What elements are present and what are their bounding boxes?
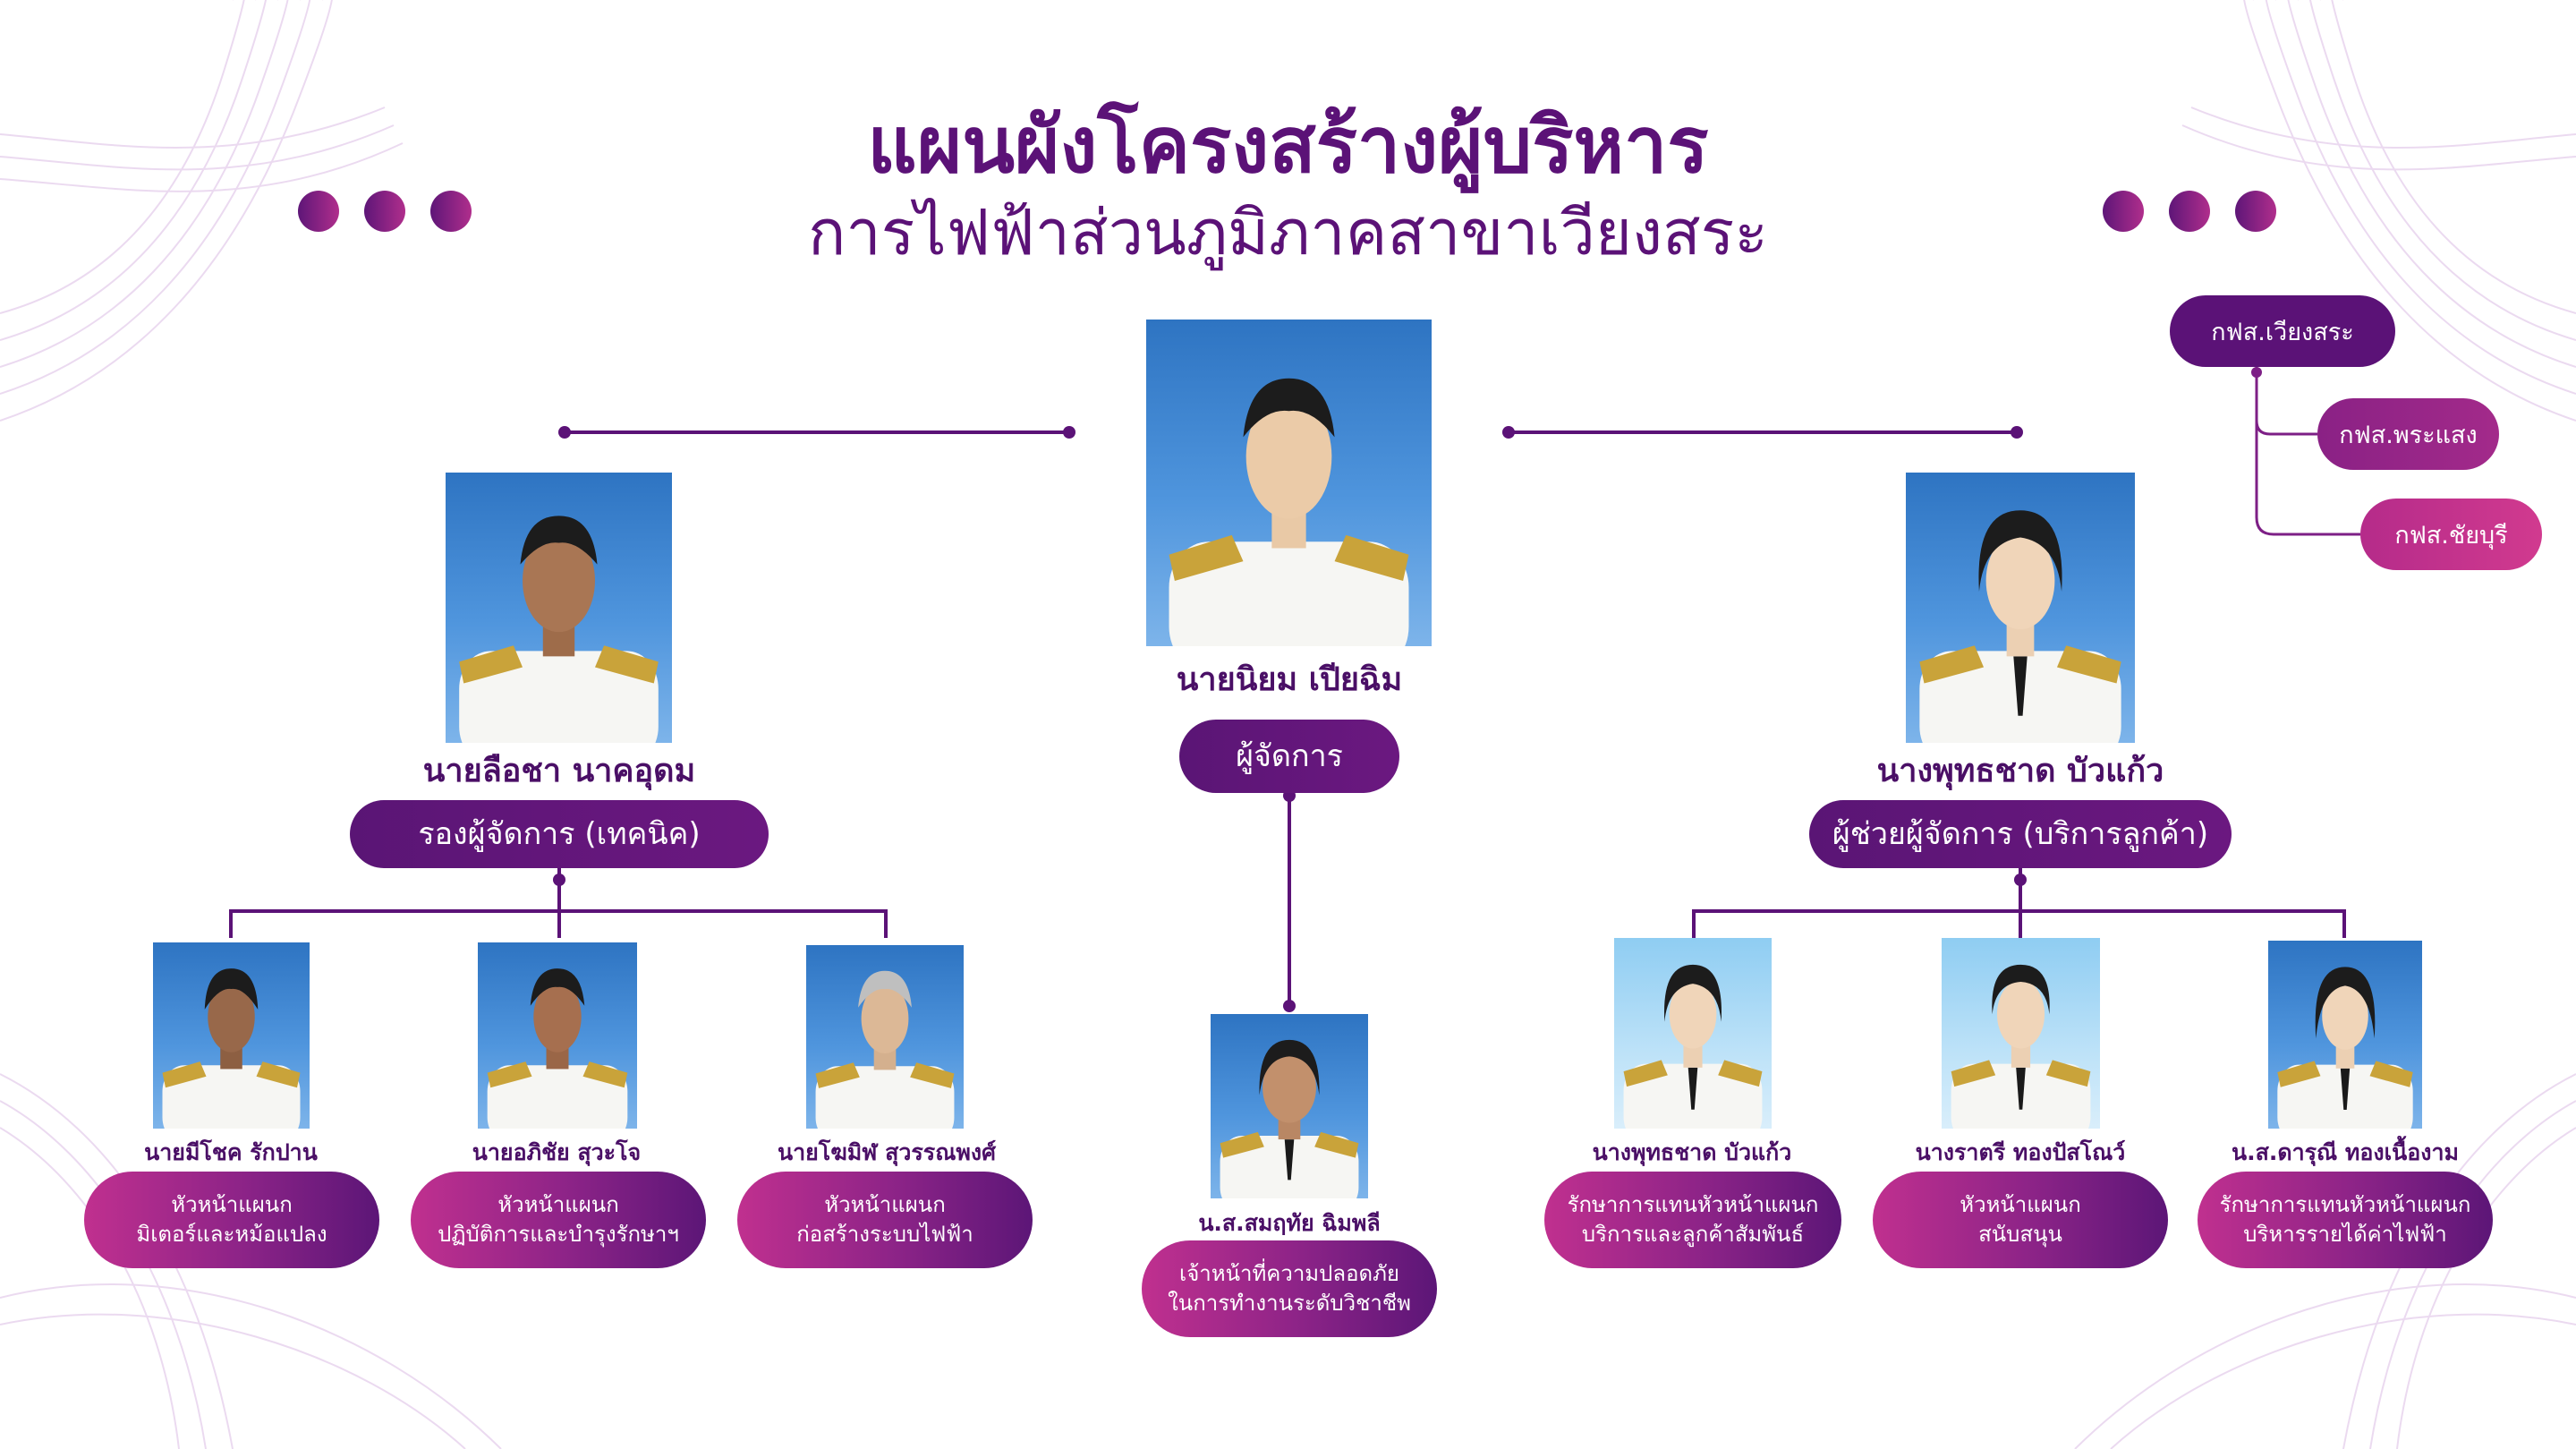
service-head-2-name: นางราตรี ทองปัสโณว์ — [1915, 1139, 2126, 1165]
service-head-3-role-badge: รักษาการแทนหัวหน้าแผนก บริหารรายได้ค่าไฟ… — [2198, 1172, 2493, 1268]
service-head-3-name: น.ส.ดารุณี ทองเนื้องาม — [2231, 1139, 2460, 1165]
branch-main-badge: กฟส.เวียงสระ — [2170, 295, 2395, 367]
safety-officer-photo — [1211, 1014, 1368, 1198]
safety-officer-role-badge: เจ้าหน้าที่ความปลอดภัย ในการทำงานระดับวิ… — [1142, 1240, 1437, 1337]
assistant-service-role-badge: ผู้ช่วยผู้จัดการ (บริการลูกค้า) — [1809, 800, 2232, 868]
tech-head-2-photo — [478, 942, 637, 1129]
deputy-tech-photo — [446, 473, 672, 743]
branch-sub-1-badge: กฟส.พระแสง — [2317, 398, 2499, 470]
safety-officer-name: น.ส.สมฤทัย ฉิมพลี — [1198, 1210, 1381, 1236]
service-head-3-photo — [2268, 941, 2422, 1129]
tech-head-1-name: นายมีโชค รักปาน — [144, 1139, 318, 1165]
chart-subtitle: การไฟฟ้าส่วนภูมิภาคสาขาเวียงสระ — [808, 196, 1768, 269]
tech-head-3-photo — [806, 945, 964, 1129]
chart-title: แผนผังโครงสร้างผู้บริหาร — [867, 101, 1709, 191]
service-head-1-role-badge: รักษาการแทนหัวหน้าแผนก บริการและลูกค้าสั… — [1544, 1172, 1841, 1268]
tech-head-3-name: นายโฆมิฬ สุวรรณพงศ์ — [778, 1139, 996, 1165]
branch-sub-2-badge: กฟส.ชัยบุรี — [2360, 499, 2542, 570]
service-head-1-photo — [1614, 938, 1772, 1129]
manager-name: นายนิยม เปียฉิม — [1176, 661, 1403, 698]
assistant-service-photo — [1906, 473, 2135, 743]
service-head-1-name: นางพุทธชาด บัวแก้ว — [1592, 1139, 1792, 1165]
service-head-2-photo — [1942, 938, 2100, 1129]
manager-role-badge: ผู้จัดการ — [1179, 720, 1399, 793]
tech-head-3-role-badge: หัวหน้าแผนก ก่อสร้างระบบไฟฟ้า — [737, 1172, 1033, 1268]
tech-head-2-role-badge: หัวหน้าแผนก ปฏิบัติการและบำรุงรักษาฯ — [411, 1172, 706, 1268]
assistant-service-name: นางพุทธชาด บัวแก้ว — [1876, 753, 2164, 789]
deputy-tech-role-badge: รองผู้จัดการ (เทคนิค) — [350, 800, 769, 868]
tech-head-1-photo — [153, 942, 310, 1129]
decorative-dots-right — [2103, 191, 2282, 235]
deputy-tech-name: นายลือชา นาคอุดม — [422, 753, 696, 789]
tech-head-2-name: นายอภิชัย สุวะโจ — [472, 1139, 642, 1165]
decorative-dots-left — [298, 191, 477, 235]
service-head-2-role-badge: หัวหน้าแผนก สนับสนุน — [1873, 1172, 2168, 1268]
tech-head-1-role-badge: หัวหน้าแผนก มิเตอร์และหม้อแปลง — [84, 1172, 379, 1268]
manager-photo — [1146, 320, 1432, 646]
